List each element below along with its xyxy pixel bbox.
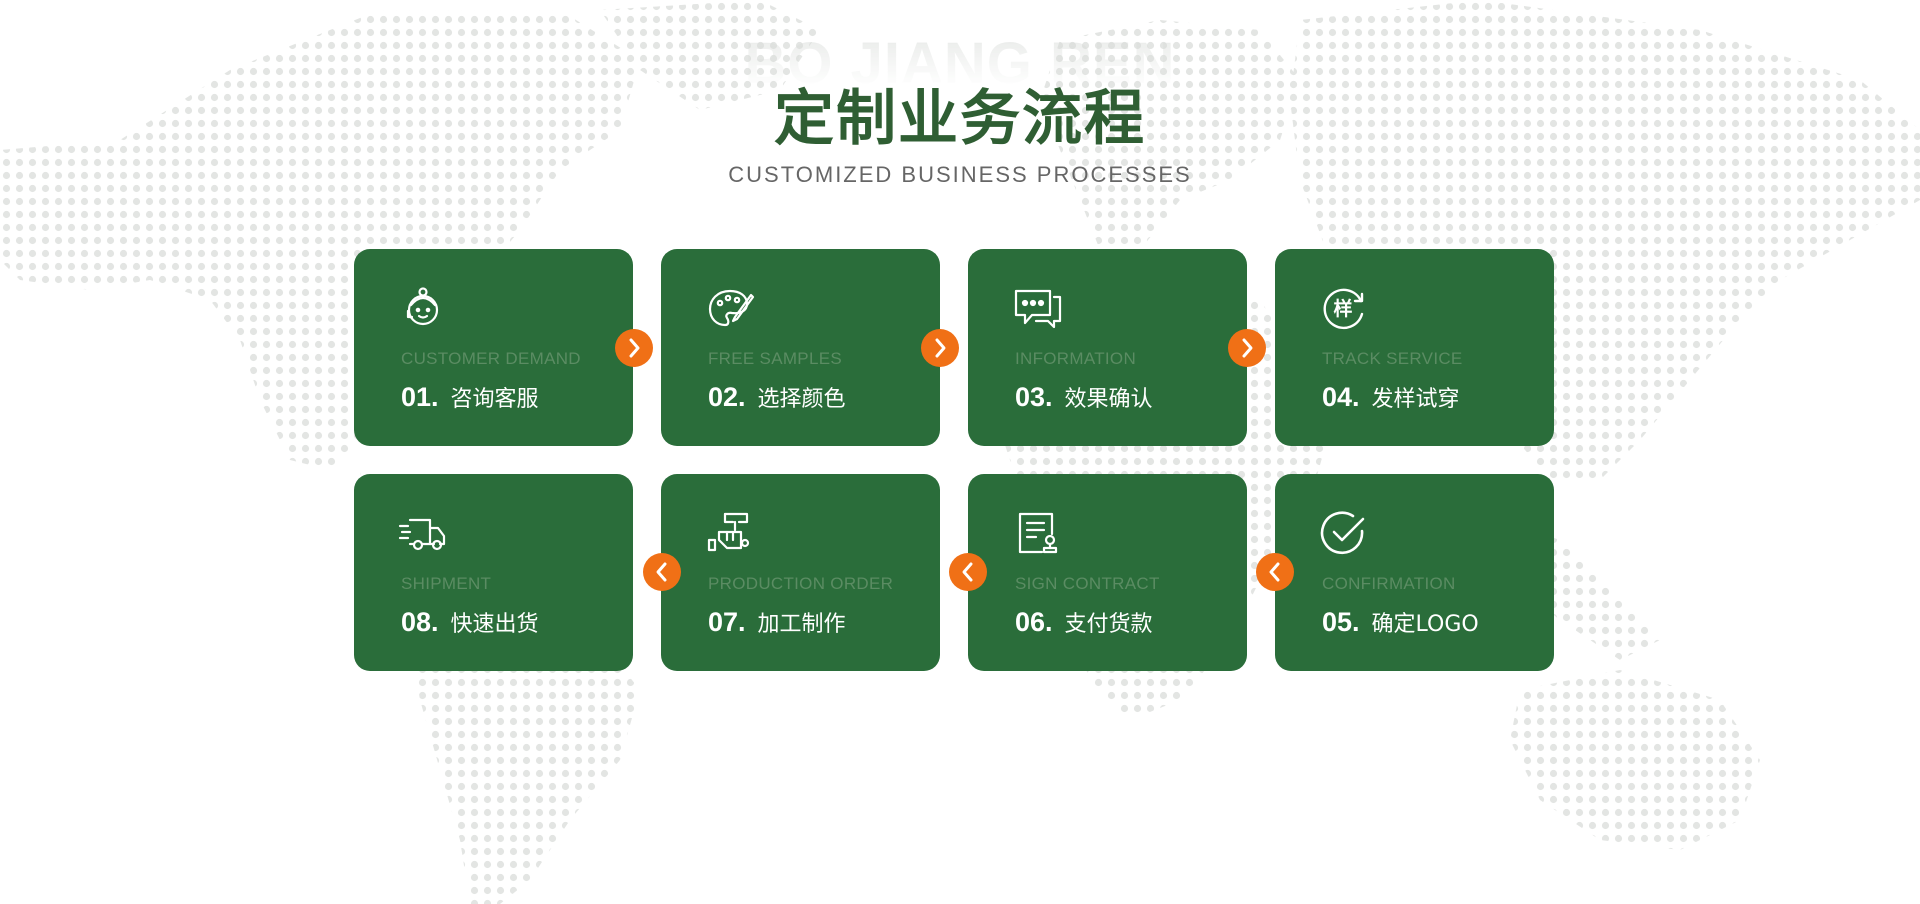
step-number: 04. <box>1322 382 1360 412</box>
step-en-label: CONFIRMATION <box>1322 574 1456 593</box>
step-number: 08. <box>401 607 439 637</box>
step-card-07[interactable]: PRODUCTION ORDER 07. 加工制作 <box>661 474 940 671</box>
page-title: 定制业务流程 <box>774 84 1146 154</box>
page-subtitle: CUSTOMIZED BUSINESS PROCESSES <box>728 162 1192 187</box>
delivery-truck-icon <box>398 508 448 558</box>
step-en-label: SIGN CONTRACT <box>1015 574 1160 593</box>
step-number: 03. <box>1015 382 1053 412</box>
chevron-left-icon <box>949 553 987 591</box>
step-number: 01. <box>401 382 439 412</box>
step-en-label: FREE SAMPLES <box>708 349 842 368</box>
step-cn-label: 发样试穿 <box>1371 387 1460 412</box>
step-en-label: INFORMATION <box>1015 349 1137 368</box>
step-cn-label: 效果确认 <box>1064 387 1153 412</box>
contract-icon <box>1012 508 1062 558</box>
step-en-label: PRODUCTION ORDER <box>708 574 894 593</box>
step-card-01[interactable]: CUSTOMER DEMAND 01. 咨询客服 <box>354 249 633 446</box>
production-hand-icon <box>705 508 755 558</box>
step-en-label: CUSTOMER DEMAND <box>401 349 581 368</box>
step-cn-label: 选择颜色 <box>757 387 846 412</box>
step-card-08[interactable]: SHIPMENT 08. 快速出货 <box>354 474 633 671</box>
background-watermark-text: BO JIANG REN <box>744 31 1176 90</box>
sample-cycle-icon: 样 <box>1319 283 1369 333</box>
step-cn-label: 确定LOGO <box>1371 612 1479 637</box>
step-cn-label: 咨询客服 <box>450 387 539 412</box>
step-card-03[interactable]: INFORMATION 03. 效果确认 <box>968 249 1247 446</box>
chevron-right-icon <box>1228 329 1266 367</box>
step-cn-label: 快速出货 <box>450 612 539 637</box>
chevron-right-icon <box>615 329 653 367</box>
step-card-02[interactable]: FREE SAMPLES 02. 选择颜色 <box>661 249 940 446</box>
chevron-left-icon <box>643 553 681 591</box>
customer-service-icon <box>398 283 448 333</box>
step-card-06[interactable]: SIGN CONTRACT 06. 支付货款 <box>968 474 1247 671</box>
step-number: 06. <box>1015 607 1053 637</box>
step-card-05[interactable]: CONFIRMATION 05. 确定LOGO <box>1275 474 1554 671</box>
step-cn-label: 支付货款 <box>1064 612 1153 637</box>
chevron-left-icon <box>1256 553 1294 591</box>
check-circle-icon <box>1319 508 1369 558</box>
step-number: 02. <box>708 382 746 412</box>
chevron-right-icon <box>921 329 959 367</box>
step-cn-label: 加工制作 <box>757 612 846 637</box>
step-number: 05. <box>1322 607 1360 637</box>
step-en-label: TRACK SERVICE <box>1322 349 1463 368</box>
step-en-label: SHIPMENT <box>401 574 492 593</box>
palette-icon <box>705 283 755 333</box>
svg-text:样: 样 <box>1333 297 1352 320</box>
step-number: 07. <box>708 607 746 637</box>
chat-bubble-icon <box>1012 283 1062 333</box>
step-card-04[interactable]: 样 TRACK SERVICE 04. 发样试穿 <box>1275 249 1554 446</box>
